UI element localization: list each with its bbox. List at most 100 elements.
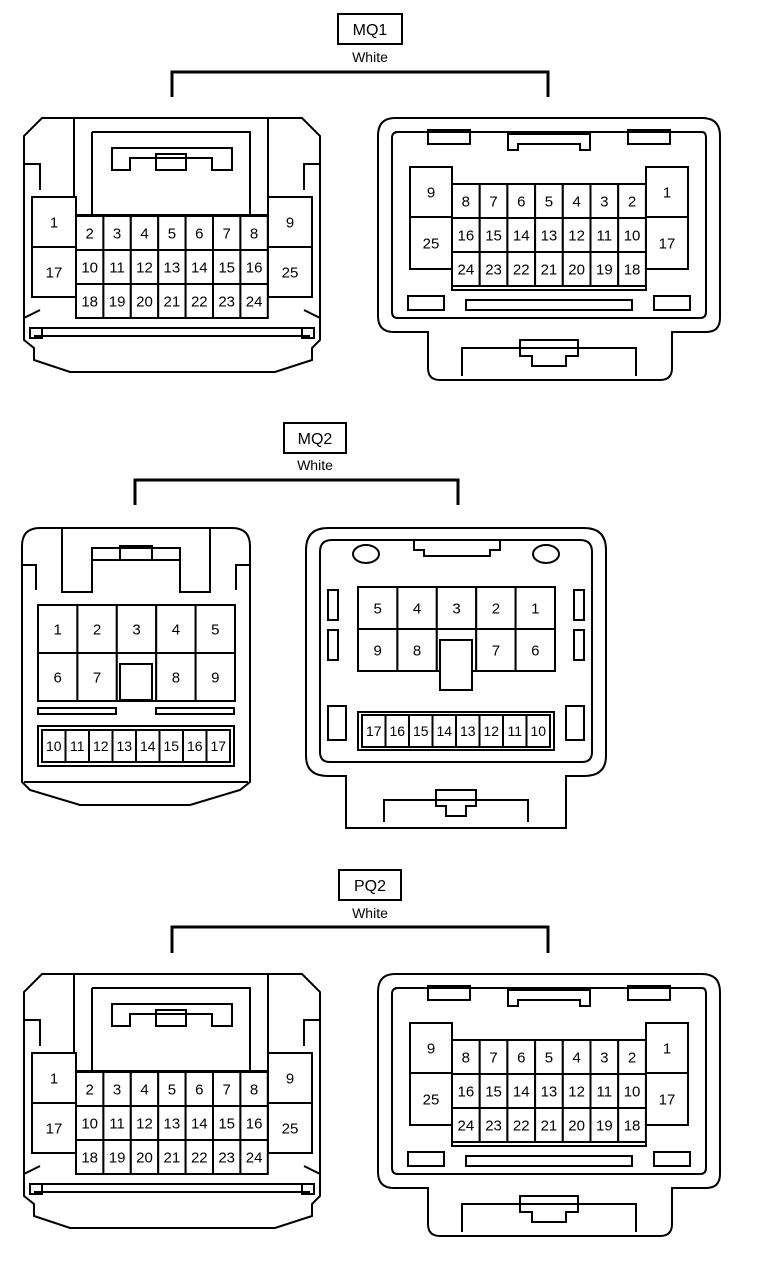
pin-cell: [409, 216, 453, 270]
pin-number: 18: [624, 1117, 641, 1134]
side-slot: [327, 705, 347, 741]
pin-number: 22: [191, 1149, 208, 1166]
pin-number: 14: [191, 1115, 208, 1132]
connector-housing: [377, 117, 721, 381]
pin-number: 21: [164, 1149, 181, 1166]
connector-25pin-right: [377, 117, 721, 381]
pin-number: 12: [93, 738, 109, 754]
pin-number: 11: [109, 259, 125, 276]
pin-cell: [239, 283, 269, 319]
pin-number: 20: [136, 293, 153, 310]
pin-cell: [561, 1107, 592, 1143]
pin-cell: [184, 249, 215, 285]
pin-number: 12: [483, 723, 499, 739]
housing-inner-rim: [391, 131, 707, 319]
pin-number: 7: [223, 1081, 231, 1098]
bottom-rail: [465, 1155, 633, 1167]
latch-tab: [111, 147, 233, 171]
pin-number: 8: [462, 193, 470, 210]
connector-25pin-left: [23, 973, 321, 1229]
pin-cell: [102, 1105, 132, 1141]
pin-cell: [129, 215, 160, 251]
base-foot: [301, 327, 315, 339]
pin-number: 24: [458, 1117, 475, 1134]
guide-hole: [532, 544, 560, 564]
pin-number: 20: [136, 1149, 153, 1166]
pin-number: 24: [458, 261, 475, 278]
pin-number: 9: [427, 1040, 435, 1057]
connector-id-label: MQ1: [353, 22, 388, 39]
side-slot: [565, 705, 585, 741]
pin-number: 10: [624, 227, 641, 244]
housing-base-lines: [23, 309, 321, 337]
pin-number: 3: [600, 1049, 608, 1066]
pin-cell: [102, 249, 132, 285]
top-latch-recess: [507, 133, 591, 151]
pin-number: 19: [109, 1149, 126, 1166]
pin-cell: [409, 1072, 453, 1126]
pin-number: 13: [460, 723, 476, 739]
pin-number: 18: [624, 261, 641, 278]
housing-inner-rim: [319, 539, 593, 763]
pin-number: 3: [600, 193, 608, 210]
housing-notches: [22, 564, 250, 590]
pin-number: 22: [513, 261, 530, 278]
pin-number: 14: [436, 723, 452, 739]
pin-number: 10: [46, 738, 62, 754]
pin-cell: [75, 249, 105, 285]
pin-number: 3: [113, 1081, 121, 1098]
pin-number: 22: [513, 1117, 530, 1134]
top-key-slot: [627, 129, 671, 145]
pin-cell: [155, 652, 197, 702]
pin-number: 3: [113, 225, 121, 242]
key-block: [439, 639, 473, 691]
pin-number: 7: [93, 669, 101, 686]
pin-cell: [194, 652, 237, 702]
pin-number: 9: [427, 184, 435, 201]
pin-cell: [534, 1039, 564, 1075]
pin-number: 20: [568, 1117, 585, 1134]
pin-number: 19: [596, 1117, 613, 1134]
latch-tab: [111, 1003, 233, 1027]
pin-number: 4: [172, 621, 180, 638]
pin-number: 6: [54, 669, 62, 686]
pin-number: 9: [374, 642, 382, 659]
connector-25pin-right: [377, 973, 721, 1237]
pin-number: 25: [423, 1091, 440, 1108]
connector-housing: [21, 527, 251, 806]
pin-cell: [129, 1071, 160, 1107]
base-foot: [29, 1183, 43, 1195]
pin-cell: [589, 1073, 620, 1109]
pin-number: 6: [517, 1049, 525, 1066]
pin-cell: [157, 283, 187, 319]
pin-number: 5: [211, 621, 219, 638]
pin-number: 1: [663, 1040, 671, 1057]
bottom-key-slot: [407, 1151, 445, 1167]
pin-number: 23: [218, 1149, 235, 1166]
connector-id-box: [337, 13, 403, 45]
pin-number: 14: [191, 259, 208, 276]
pin-number: 16: [187, 738, 203, 754]
pin-cell: [212, 1139, 242, 1175]
pin-number: 12: [568, 227, 585, 244]
pin-number: 1: [54, 621, 62, 638]
pin-number: 2: [93, 621, 101, 638]
connector-housing: [23, 973, 321, 1229]
pin-number: 2: [86, 225, 94, 242]
housing-inner-rim: [391, 987, 707, 1175]
pin-number: 8: [462, 1049, 470, 1066]
pin-number: 15: [485, 227, 502, 244]
pin-number: 17: [210, 738, 226, 754]
pin-cell: [76, 604, 118, 654]
lock-release: [519, 1195, 579, 1223]
pin-number: 2: [628, 1049, 636, 1066]
pin-cell: [31, 246, 77, 298]
pin-number: 20: [568, 261, 585, 278]
pin-number: 13: [541, 1083, 558, 1100]
pin-number: 7: [489, 193, 497, 210]
pin-number: 18: [81, 293, 98, 310]
pin-number: 4: [572, 1049, 580, 1066]
pin-cell: [617, 217, 647, 253]
